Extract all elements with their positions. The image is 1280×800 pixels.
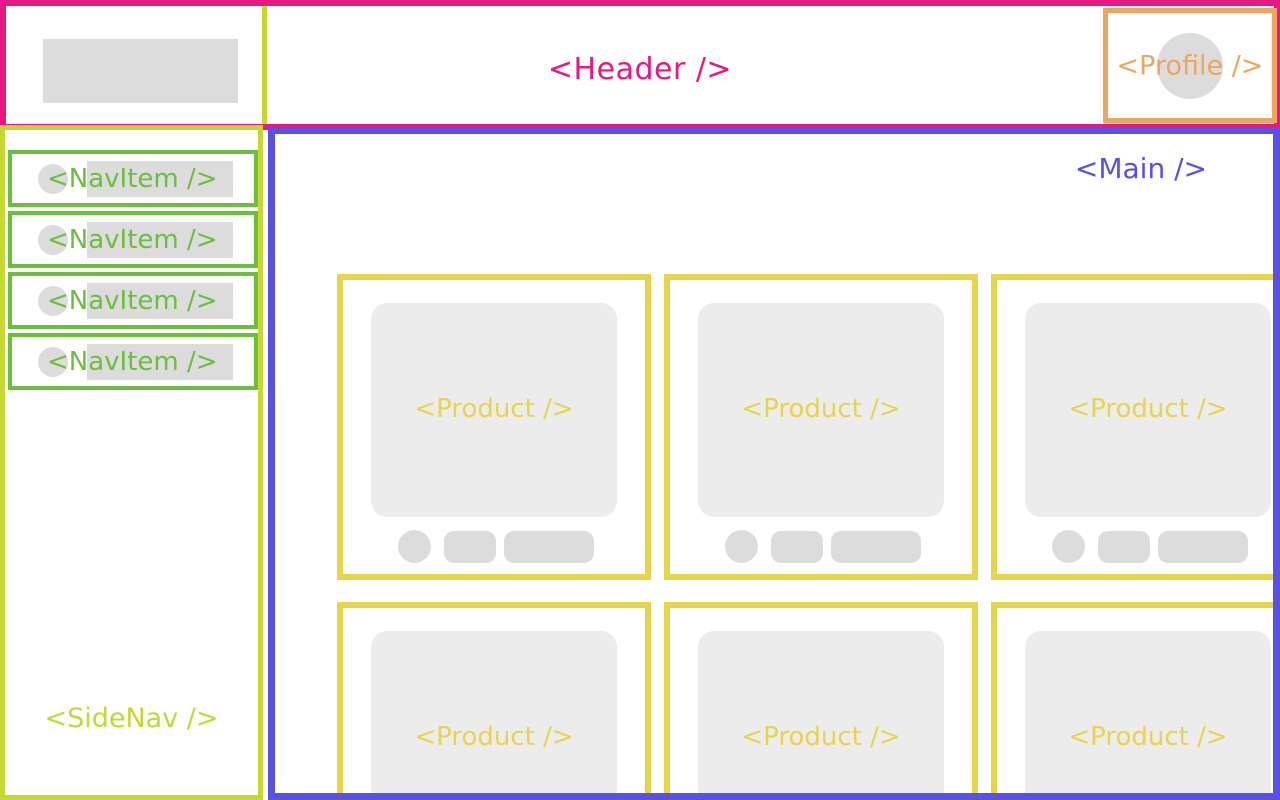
- product-label: <Product />: [741, 394, 901, 424]
- product-text-placeholder: [444, 530, 496, 563]
- product-text-placeholder: [1098, 530, 1150, 563]
- product-card[interactable]: <Product />: [337, 274, 651, 580]
- sidenav-label: <SideNav />: [44, 703, 219, 734]
- nav-item[interactable]: <NavItem />: [8, 150, 258, 207]
- product-avatar-placeholder: [725, 530, 758, 563]
- nav-item-label: <NavItem />: [47, 224, 218, 255]
- product-image-placeholder: [1025, 631, 1271, 793]
- nav-avatar-placeholder: [38, 285, 68, 316]
- nav-text-placeholder: [87, 221, 233, 258]
- nav-item-label: <NavItem />: [47, 346, 218, 377]
- nav-text-placeholder: [87, 282, 233, 319]
- header-label: <Header />: [547, 52, 733, 87]
- logo-placeholder: [43, 39, 238, 103]
- product-card[interactable]: <Product />: [991, 274, 1273, 580]
- sidenav-top-edge: [262, 6, 267, 124]
- nav-item-label: <NavItem />: [47, 285, 218, 316]
- nav-text-placeholder: [87, 343, 233, 380]
- avatar: [1157, 32, 1223, 99]
- product-meta-row: [725, 530, 921, 563]
- sidenav-component: <NavItem /> <NavItem /> <NavItem /> <Nav…: [0, 125, 263, 800]
- nav-item[interactable]: <NavItem />: [8, 272, 258, 329]
- profile-label: <Profile />: [1116, 50, 1264, 81]
- nav-item-label: <NavItem />: [47, 163, 218, 194]
- product-meta-row: [398, 530, 594, 563]
- product-label: <Product />: [414, 722, 574, 752]
- product-text-placeholder: [504, 530, 594, 563]
- nav-avatar-placeholder: [38, 224, 68, 255]
- nav-text-placeholder: [87, 160, 233, 197]
- product-label: <Product />: [414, 394, 574, 424]
- product-image-placeholder: [1025, 303, 1271, 517]
- product-avatar-placeholder: [1052, 530, 1085, 563]
- product-text-placeholder: [831, 530, 921, 563]
- nav-item[interactable]: <NavItem />: [8, 211, 258, 268]
- product-image-placeholder: [371, 631, 617, 793]
- nav-avatar-placeholder: [38, 346, 68, 377]
- profile-component[interactable]: <Profile />: [1103, 8, 1277, 123]
- product-text-placeholder: [1158, 530, 1248, 563]
- product-text-placeholder: [771, 530, 823, 563]
- product-avatar-placeholder: [398, 530, 431, 563]
- product-card[interactable]: <Product />: [337, 602, 651, 793]
- product-grid: <Product /> <Product /> <Product />: [337, 274, 1273, 793]
- product-card[interactable]: <Product />: [664, 274, 978, 580]
- product-image-placeholder: [698, 303, 944, 517]
- main-component: <Main /> <Product /> <Product /> <Produc…: [268, 127, 1280, 800]
- product-image-placeholder: [371, 303, 617, 517]
- nav-item[interactable]: <NavItem />: [8, 333, 258, 390]
- product-card[interactable]: <Product />: [664, 602, 978, 793]
- product-label: <Product />: [741, 722, 901, 752]
- product-label: <Product />: [1068, 722, 1228, 752]
- header-component: <Header />: [0, 0, 1280, 130]
- product-card[interactable]: <Product />: [991, 602, 1273, 793]
- main-label: <Main />: [1074, 152, 1207, 185]
- product-label: <Product />: [1068, 394, 1228, 424]
- nav-avatar-placeholder: [38, 163, 68, 194]
- product-meta-row: [1052, 530, 1248, 563]
- product-image-placeholder: [698, 631, 944, 793]
